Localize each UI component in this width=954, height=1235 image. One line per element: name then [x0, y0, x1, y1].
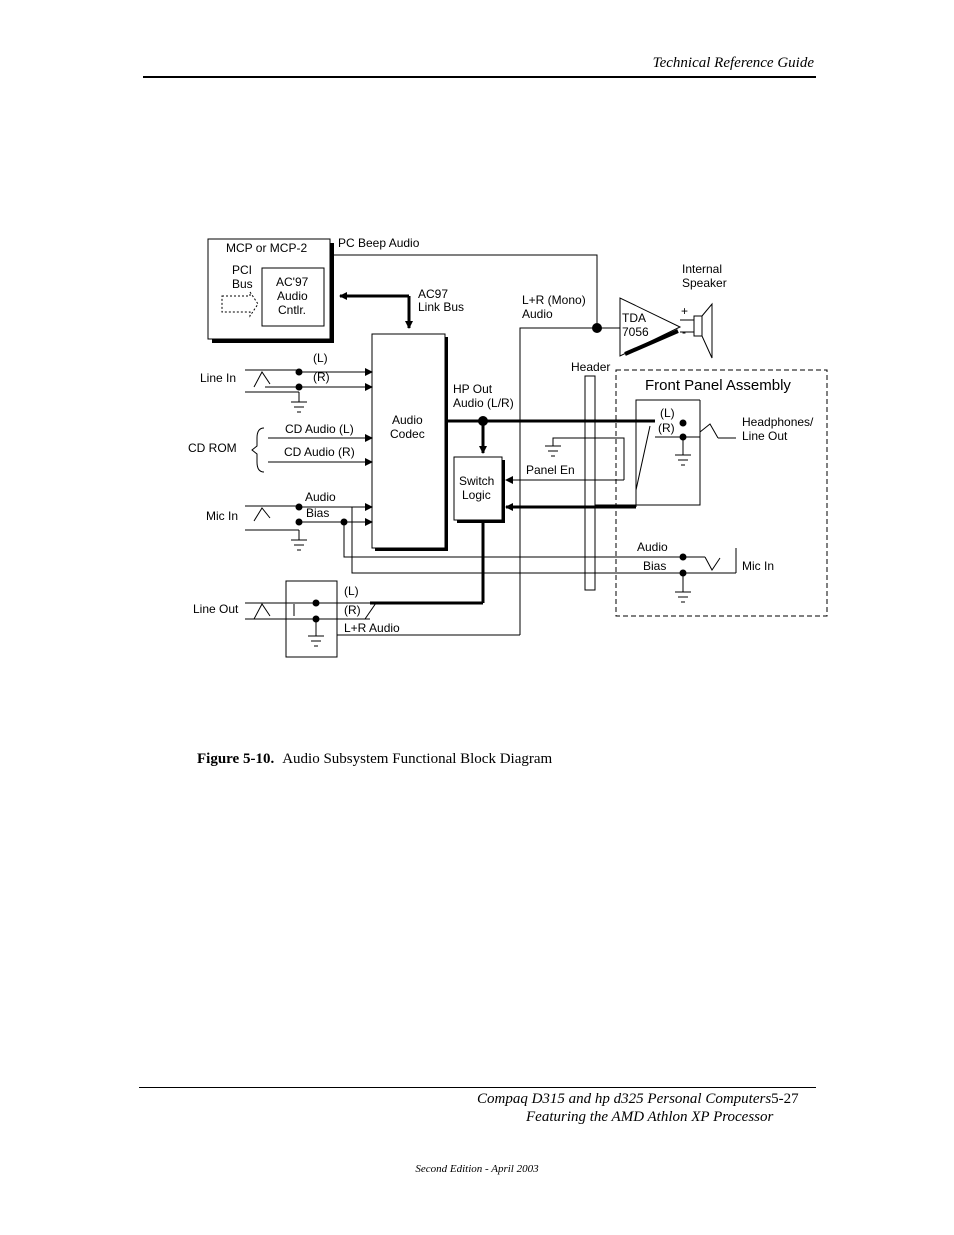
ac97-cntlr-2: Audio	[277, 289, 308, 303]
footer-book-title: Compaq D315 and hp d325 Personal Compute…	[477, 1091, 772, 1107]
footer-rule	[139, 1087, 816, 1088]
switch-label-1: Switch	[459, 474, 494, 488]
figure-title: Audio Subsystem Functional Block Diagram	[282, 751, 553, 767]
line-in-label: Line In	[200, 371, 236, 385]
codec-label-2: Codec	[390, 427, 425, 441]
mcp-title: MCP or MCP-2	[226, 241, 307, 255]
ac97-cntlr-1: AC'97	[276, 275, 309, 289]
mcp-block: MCP or MCP-2 PCI Bus AC'97 Audio Cntlr.	[207, 238, 334, 343]
header-label: Header	[571, 360, 610, 374]
tda-label-1: TDA	[622, 311, 646, 325]
line-in-l: (L)	[313, 351, 328, 365]
lr-mono-2: Audio	[522, 307, 553, 321]
figure-caption: Figure 5-10. Audio Subsystem Functional B…	[197, 751, 552, 768]
hp-r: (R)	[658, 421, 675, 435]
headphones-2: Line Out	[742, 429, 788, 443]
mic-in-label: Mic In	[206, 509, 238, 523]
line-out-label: Line Out	[193, 602, 239, 616]
ac97-link-2: Link Bus	[418, 300, 464, 314]
headphones-1: Headphones/	[742, 415, 814, 429]
plus-label: +	[681, 304, 688, 318]
line-out-l: (L)	[344, 584, 359, 598]
lr-mono-1: L+R (Mono)	[522, 293, 586, 307]
mic-bias: Bias	[306, 506, 329, 520]
page-number: 5-27	[771, 1091, 799, 1107]
internal-speaker-1: Internal	[682, 262, 722, 276]
pci-label-2: Bus	[232, 277, 253, 291]
hp-out-2: Audio (L/R)	[453, 396, 514, 410]
tda-label-2: 7056	[622, 325, 649, 339]
front-mic-in-label: Mic In	[742, 559, 774, 573]
line-in-r: (R)	[313, 370, 330, 384]
tda-amplifier: TDA 7056 + -	[619, 297, 694, 357]
front-mic-audio: Audio	[637, 540, 668, 554]
running-header: Technical Reference Guide	[652, 55, 814, 71]
front-mic-bias: Bias	[643, 559, 666, 573]
hp-l: (L)	[660, 406, 675, 420]
cd-audio-l: CD Audio (L)	[285, 422, 354, 436]
switch-logic-block: Switch Logic	[453, 456, 505, 523]
panel-en-label: Panel En	[526, 463, 575, 477]
speaker-icon: Internal Speaker	[682, 262, 727, 359]
ac97-cntlr-3: Cntlr.	[278, 303, 306, 317]
line-out-r: (R)	[344, 603, 361, 617]
codec-label-1: Audio	[392, 413, 423, 427]
hp-out-1: HP Out	[453, 382, 493, 396]
front-panel-title: Front Panel Assembly	[645, 377, 791, 394]
switch-label-2: Logic	[462, 488, 491, 502]
footer-subtitle: Featuring the AMD Athlon XP Processor	[526, 1109, 774, 1125]
cd-audio-r: CD Audio (R)	[284, 445, 355, 459]
pci-label-1: PCI	[232, 263, 252, 277]
mic-audio: Audio	[305, 490, 336, 504]
header-rule	[143, 76, 816, 78]
edition-note: Second Edition - April 2003	[415, 1163, 539, 1175]
lr-audio-label: L+R Audio	[344, 621, 400, 635]
footer-title: Compaq D315 and hp d325 Personal Compute…	[477, 1091, 799, 1108]
pc-beep-label: PC Beep Audio	[338, 236, 420, 250]
audio-codec-block: Audio Codec	[371, 333, 448, 551]
cd-rom-label: CD ROM	[188, 441, 237, 455]
figure-number: Figure 5-10.	[197, 751, 275, 767]
ac97-link-1: AC97	[418, 287, 448, 301]
internal-speaker-2: Speaker	[682, 276, 727, 290]
